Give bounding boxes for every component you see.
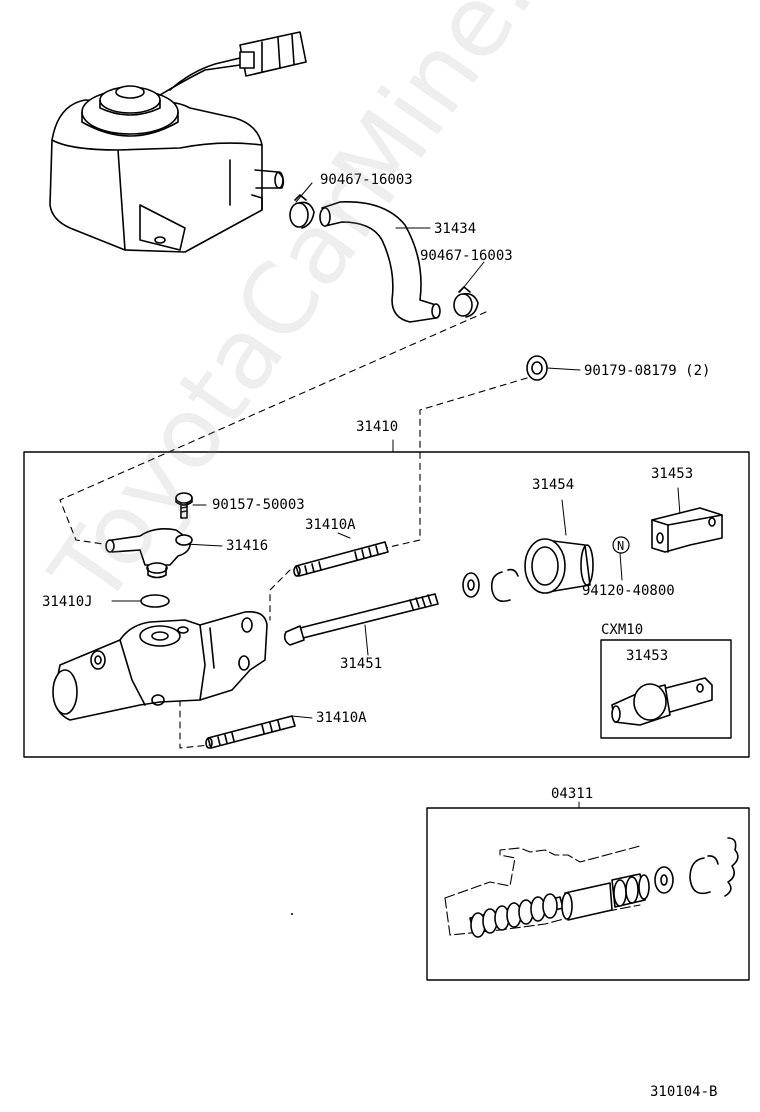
kit-snap-ring [689,855,719,895]
leader-lines [111,182,681,809]
stud-upper [293,541,389,577]
master-cylinder [52,610,268,721]
label-stud-lower: 31410A [316,710,367,726]
assembly-box [23,451,750,758]
label-nut-marker: N [617,539,625,553]
nut-marker-circle [612,536,630,554]
variant-clevis [611,677,713,726]
label-kit: 04311 [551,786,594,802]
label-hose: 31434 [434,221,477,237]
label-clevis: 31453 [651,466,694,482]
boot [524,538,594,594]
label-clamp-upper: 90467-16003 [320,172,413,188]
label-boot: 31454 [532,477,575,493]
o-ring [140,594,170,608]
kit-box [426,807,750,981]
variant-box [600,639,732,739]
label-push-rod: 31451 [340,656,383,672]
kit-washer [654,866,674,894]
kit-clip [724,837,739,897]
clevis [651,507,723,553]
kit-piston [444,845,650,938]
snap-ring [490,568,519,603]
reservoir-hose [319,201,441,323]
label-grommet: 90179-08179 (2) [584,363,711,379]
stud-lower [205,715,296,749]
label-union: 31416 [226,538,269,554]
diagram-id: 310104-B [650,1084,718,1100]
reservoir-tank [49,31,307,253]
bolt [175,492,193,519]
label-clamp-lower: 90467-16003 [420,248,513,264]
washer [462,572,480,598]
label-assembly: 31410 [356,419,399,435]
label-variant: CXM10 [601,622,644,638]
label-variant-clevis: 31453 [626,648,669,664]
label-stud-upper: 31410A [305,517,356,533]
hose-clamp-upper [289,194,315,229]
label-bolt: 90157-50003 [212,497,305,513]
push-rod [283,593,439,646]
dashed-routes [59,311,528,749]
union-fitting [105,528,193,579]
label-nut: 94120-40800 [582,583,675,599]
stray-dot [291,913,293,915]
grommet [526,355,548,381]
hose-clamp-lower [453,286,479,318]
label-o-ring: 31410J [42,594,93,610]
